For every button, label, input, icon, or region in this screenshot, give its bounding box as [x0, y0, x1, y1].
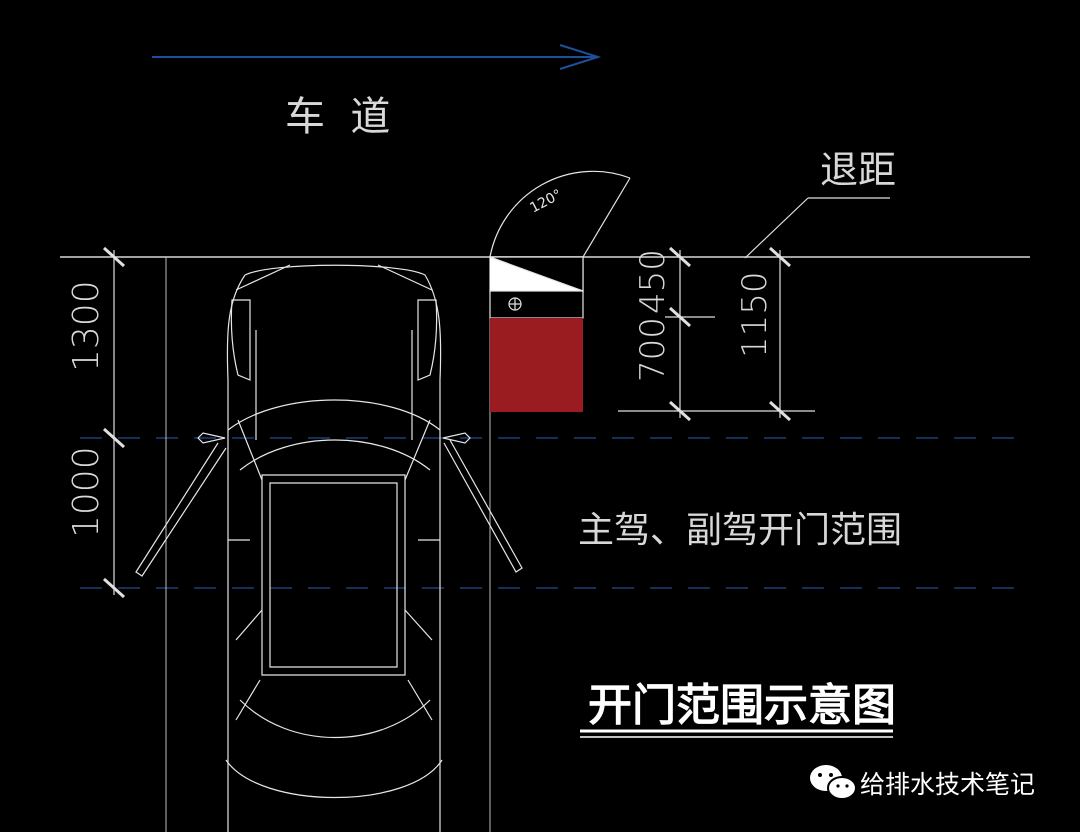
- door-range-label: 主驾、副驾开门范围: [578, 510, 902, 551]
- lane-arrow: [152, 44, 602, 70]
- wechat-icon: [810, 765, 857, 800]
- swing-gate: [489, 170, 631, 319]
- dim-mid-upper: 450: [633, 249, 673, 314]
- dim-right-total: 1150: [735, 271, 775, 358]
- diagram-title: 开门范围示意图: [588, 680, 896, 731]
- open-doors: [135, 439, 523, 577]
- lane-label: 车 道: [285, 94, 390, 140]
- red-block: [490, 318, 583, 412]
- dim-mid-total: 700: [633, 317, 673, 382]
- left-dimension: [102, 246, 126, 599]
- dim-left-lower: 1000: [66, 446, 107, 538]
- setback-label: 退距: [820, 148, 896, 192]
- car-outline: [225, 264, 443, 832]
- angle-label: 120°: [527, 187, 564, 217]
- right-dimensions: [618, 197, 890, 422]
- dim-left-upper: 1300: [66, 280, 107, 372]
- car-mirrors: [197, 432, 471, 444]
- watermark-text: 给排水技术笔记: [860, 770, 1035, 799]
